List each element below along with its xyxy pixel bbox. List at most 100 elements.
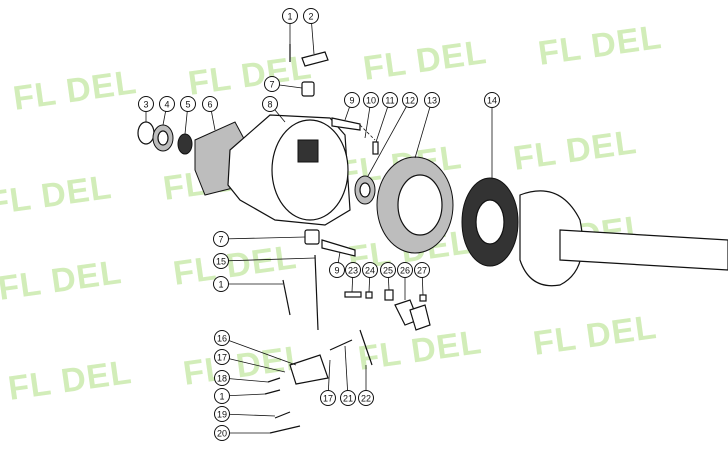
callout-label: 13	[427, 96, 437, 106]
watermark-text: FL DEL	[356, 323, 484, 378]
seal-ring-part	[137, 121, 155, 145]
pushrod-part	[359, 329, 373, 366]
watermark-text: FL DEL	[6, 353, 134, 408]
callout-label: 22	[361, 394, 371, 404]
callout-bubble[interactable]	[340, 390, 356, 406]
callout-bubble[interactable]	[214, 388, 230, 404]
callout-label: 8	[267, 100, 272, 110]
callout-bubble[interactable]	[214, 406, 230, 422]
callout-label: 1	[287, 12, 292, 22]
callout-label: 5	[185, 100, 190, 110]
fork-lever-lower-part	[321, 239, 356, 257]
callout-bubble[interactable]	[303, 8, 319, 24]
callout-label: 21	[343, 394, 353, 404]
bolt-20-part	[269, 425, 301, 434]
watermark-text: FL DEL	[171, 238, 299, 293]
leader-line	[367, 99, 411, 177]
callout-bubble[interactable]	[382, 92, 398, 108]
release-bearing-bore	[359, 182, 371, 198]
washer-24-part	[365, 291, 373, 299]
bushing-lower-part	[304, 229, 320, 245]
release-lever-part	[289, 354, 329, 385]
fork-lever-part	[331, 117, 361, 131]
callout-bubble[interactable]	[424, 92, 440, 108]
callout-label: 24	[365, 266, 375, 276]
callout-label: 25	[383, 266, 393, 276]
callout-bubble[interactable]	[213, 231, 229, 247]
watermark-text: FL DEL	[361, 33, 489, 88]
pin-mid-part	[282, 279, 291, 316]
leader-line	[344, 345, 349, 399]
callout-label: 9	[349, 96, 354, 106]
bushing-part	[301, 81, 315, 97]
callout-label: 27	[417, 266, 427, 276]
callout-bubble[interactable]	[138, 96, 154, 112]
callout-bubble[interactable]	[214, 330, 230, 346]
callout-bubble-highlighted[interactable]	[397, 262, 413, 278]
watermark-text: FL DEL	[186, 48, 314, 103]
callout-bubble[interactable]	[484, 92, 500, 108]
split-pin-part	[274, 411, 291, 419]
callout-bubble[interactable]	[329, 262, 345, 278]
callout-label: 7	[269, 80, 274, 90]
callout-label: 17	[323, 394, 333, 404]
clevis-pin-part	[267, 377, 281, 383]
callout-bubble[interactable]	[358, 390, 374, 406]
leader-line	[414, 99, 433, 159]
callout-bubble[interactable]	[213, 253, 229, 269]
callout-bubble[interactable]	[363, 92, 379, 108]
sleeve-25-part	[384, 289, 394, 301]
bearing-bore	[157, 130, 169, 146]
watermark-text: FL DEL	[0, 168, 114, 223]
callout-label: 18	[217, 374, 227, 384]
callout-label: 15	[216, 257, 226, 267]
pin-lower-part	[264, 389, 281, 395]
callout-bubble[interactable]	[345, 262, 361, 278]
guide-line	[359, 124, 376, 141]
callout-bubble[interactable]	[180, 96, 196, 112]
callout-label: 19	[217, 410, 227, 420]
leader-line	[221, 337, 297, 366]
clutch-disc-hub	[475, 199, 505, 245]
callout-bubble[interactable]	[202, 96, 218, 112]
callout-label: 23	[348, 266, 358, 276]
leader-line	[221, 356, 286, 373]
callout-bubble[interactable]	[213, 276, 229, 292]
callout-bubble[interactable]	[214, 349, 230, 365]
watermark-text: FL DEL	[11, 63, 139, 118]
fork-26b-part	[409, 304, 431, 331]
callout-bubble[interactable]	[264, 76, 280, 92]
bellhousing-opening	[271, 119, 349, 221]
leader-line	[221, 413, 276, 417]
callout-bubble[interactable]	[159, 96, 175, 112]
spring-part	[329, 339, 353, 351]
callout-bubble[interactable]	[282, 8, 298, 24]
callout-bubble[interactable]	[214, 370, 230, 386]
callout-bubble[interactable]	[362, 262, 378, 278]
cross-shaft-part	[314, 254, 319, 331]
callout-label: 20	[217, 429, 227, 439]
callout-bubble[interactable]	[320, 390, 336, 406]
pressure-plate-center	[397, 174, 443, 236]
callout-bubble[interactable]	[414, 262, 430, 278]
callout-bubble[interactable]	[402, 92, 418, 108]
callout-label: 9	[334, 266, 339, 276]
bolt-part	[372, 141, 379, 155]
screw-27-part	[419, 294, 427, 302]
leader-line	[220, 236, 306, 240]
watermark-text: FL DEL	[536, 18, 664, 73]
callout-label: 16	[217, 334, 227, 344]
callout-label: 7	[218, 235, 223, 245]
housing-window	[297, 139, 319, 163]
callout-bubble[interactable]	[262, 96, 278, 112]
callout-label: 17	[217, 353, 227, 363]
callout-bubble[interactable]	[214, 425, 230, 441]
shaft-part	[559, 229, 728, 271]
callout-bubble[interactable]	[344, 92, 360, 108]
callout-bubble[interactable]	[380, 262, 396, 278]
callout-label: 26	[400, 266, 410, 276]
watermark-text: FL DEL	[0, 253, 124, 308]
bolt-23-part	[344, 291, 362, 298]
